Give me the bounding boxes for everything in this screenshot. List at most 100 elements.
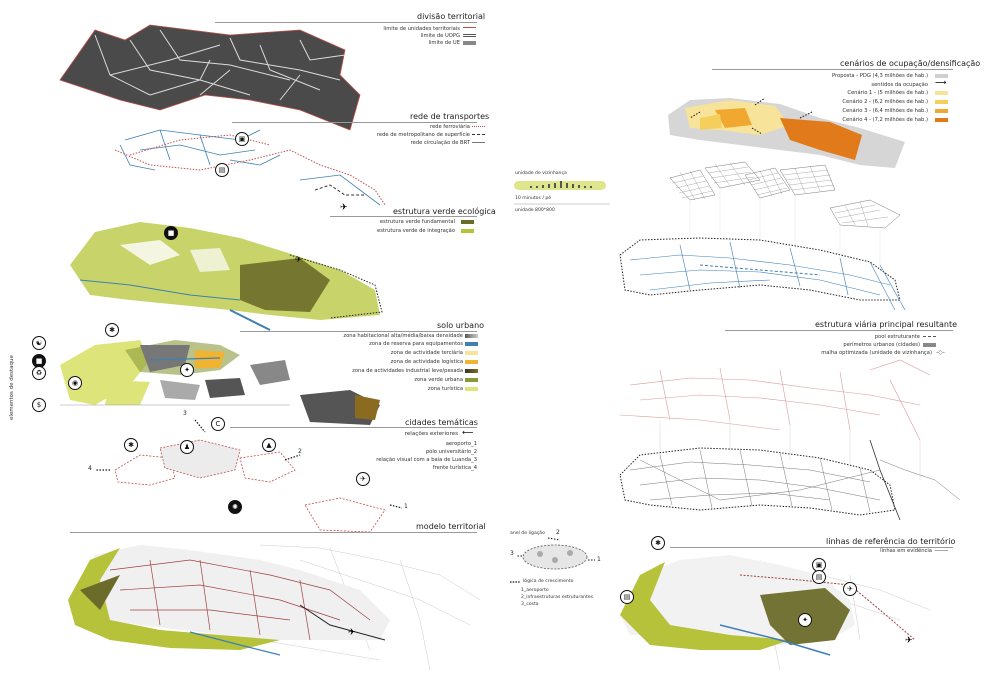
train-icon: ▣: [235, 132, 249, 146]
linhas-title: linhas de referência do território: [826, 537, 956, 546]
vizinhanca-walk: 10 minutos / pé: [515, 196, 552, 201]
verde-rule: [330, 216, 477, 217]
cidades-item-2: pólo universitário_2: [425, 449, 477, 455]
airplane-icon-3: ✈: [348, 628, 356, 638]
swatch-pool: [923, 336, 936, 337]
cidades-num-3: 3: [183, 410, 187, 417]
viaria-rule: [725, 330, 953, 331]
arrow-icon-relacoes: ⟵: [462, 428, 474, 437]
solo-legend-7: zona turística: [427, 386, 463, 392]
swatch-pdg: [935, 74, 948, 78]
cidades-num-1: 1: [404, 503, 408, 510]
transportes-legend-2: rede de metropolitano de superfície: [376, 132, 470, 138]
solo-legend-1: zona habitacional alta/média/baixa densi…: [343, 333, 463, 339]
swatch-cenario1: [935, 91, 948, 95]
transportes-title: rede de transportes: [410, 112, 490, 121]
divisao-legend-3: limite de UE: [428, 40, 460, 46]
solo-legend-5: zona de actividades industrial leve/pesa…: [352, 368, 463, 374]
divisao-rule: [215, 22, 477, 23]
swatch-malha: -◇-: [936, 349, 945, 356]
solo-legend-3: zona de actividade terciária: [390, 350, 463, 356]
cidades-num-4: 4: [88, 465, 92, 472]
vizinhanca-label: unidade de vizinhança: [515, 171, 567, 176]
linhas-legend-1: linhas em evidência: [880, 548, 932, 554]
transportes-rule: [232, 122, 477, 123]
solo-legend-4: zona de actividade logística: [390, 359, 463, 365]
swatch-cenario2: [935, 100, 948, 104]
cenarios-legend-5: Cenário 3 - (6,4 milhões de hab.): [842, 108, 928, 114]
swatch-ferroviaria: [472, 126, 485, 127]
anel-num-2: 2: [556, 529, 560, 536]
divisao-legend-1: limite de unidades territoriais: [383, 26, 460, 32]
anel-label: anel de ligação: [510, 531, 545, 536]
logica-item-1: 1_aeroporto: [521, 588, 549, 593]
modelo-title: modelo territorial: [416, 522, 486, 531]
solo-title: solo urbano: [437, 321, 485, 330]
cidades-num-2: 2: [298, 448, 302, 455]
logica-item-2: 2_infraestruturas estruturantes: [521, 595, 593, 600]
bus-icon-3: ▤: [620, 590, 634, 604]
tourism-icon: ✈: [295, 255, 302, 264]
swatch-perimetros: [923, 343, 936, 347]
bus-icon-2: ▤: [812, 570, 826, 584]
swatch-unidades: [463, 27, 476, 28]
viaria-legend-1: pool estruturante: [874, 334, 920, 340]
gear-icon: ✺: [228, 500, 242, 514]
divisao-title: divisão territorial: [417, 12, 486, 21]
swatch-cenario3: [935, 109, 948, 113]
recycle-icon: ♻: [32, 366, 46, 380]
arrow-icon-sentidos: ⟶: [935, 78, 947, 87]
swatch-logistica: [465, 360, 478, 364]
cenarios-legend-6: Cenário 4 - (7,2 milhões de hab.): [842, 117, 928, 123]
viaria-legend-2: perímetros urbanos (cidades): [843, 342, 920, 348]
swatch-verde-urbana: [465, 378, 478, 382]
cenarios-legend-3: Cenário 1 - (5 milhões de hab.): [847, 90, 928, 96]
cenarios-legend-1: Proposta - PDG (4,3 milhões de hab.): [831, 73, 928, 79]
swatch-ue: [463, 41, 476, 45]
swatch-verde-integracao: [461, 229, 474, 233]
transportes-legend-1: rede ferroviária: [429, 124, 470, 130]
cidades-rule: [230, 427, 477, 428]
cidades-title: cidades temáticas: [405, 418, 478, 427]
logica-item-3: 3_costa: [521, 602, 539, 607]
airplane-icon-1: ✈: [340, 203, 348, 213]
airplane-icon-2: ✈: [356, 472, 370, 486]
cenarios-legend-4: Cenário 2 - (6,2 milhões de hab.): [842, 99, 928, 105]
viaria-title: estrutura viária principal resultante: [815, 320, 958, 329]
swatch-uopg: [463, 34, 476, 37]
swatch-verde-fundamental: [461, 220, 474, 224]
swatch-linhas: [935, 550, 948, 551]
transportes-legend-3: rede circulação de BRT: [410, 140, 470, 146]
viaria-legend-3: malha optimizada (unidade de vizinhança): [821, 350, 932, 356]
solo-legend-2: zona de reserva para equipamentos: [369, 341, 463, 347]
graduation-icon: ▲: [262, 438, 276, 452]
swatch-turistica: [465, 387, 478, 391]
metro-icon: ■: [164, 226, 178, 240]
university-icon: ☯: [32, 336, 46, 350]
anel-num-1: 1: [597, 556, 601, 563]
tourism-icon-2: ✈: [843, 582, 857, 596]
anel-num-3: 3: [510, 550, 514, 557]
people-icon: ♟: [180, 440, 194, 454]
swatch-habitacional: [465, 334, 478, 338]
swatch-metro: [472, 134, 485, 135]
star-icon: ✱: [105, 323, 119, 337]
solo-rule: [240, 331, 477, 332]
star-icon-2: ✱: [124, 438, 138, 452]
swatch-brt: [472, 142, 485, 143]
verde-legend-1: estrutura verde fundamental: [379, 219, 455, 225]
swatch-industrial: [465, 369, 478, 373]
hand-icon: ✦: [180, 363, 194, 377]
cenarios-title: cenários de ocupação/densificação: [840, 59, 981, 68]
